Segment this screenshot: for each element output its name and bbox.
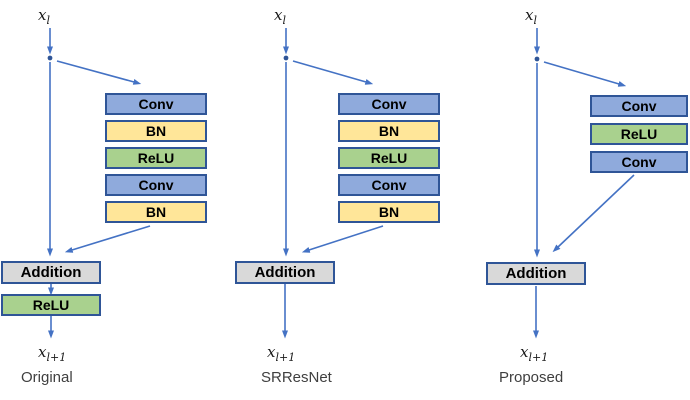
column-caption: SRResNet bbox=[261, 369, 332, 386]
proposed-wires bbox=[533, 28, 635, 339]
conv-block: Conv bbox=[105, 93, 207, 115]
input-label: xl bbox=[274, 6, 286, 27]
column-caption: Original bbox=[21, 369, 73, 386]
addition-block: Addition bbox=[1, 261, 101, 284]
conv-block: Conv bbox=[338, 174, 440, 196]
addition-block: Addition bbox=[486, 262, 586, 285]
input-label: xl bbox=[38, 6, 50, 27]
bn-block: BN bbox=[105, 201, 207, 223]
srresnet-wires bbox=[282, 28, 384, 339]
addition-block: Addition bbox=[235, 261, 335, 284]
post-relu-block: ReLU bbox=[1, 294, 101, 316]
relu-block: ReLU bbox=[338, 147, 440, 169]
branch-node-dot bbox=[534, 56, 540, 62]
branch-node-dot bbox=[283, 55, 289, 61]
conv-block: Conv bbox=[590, 95, 688, 117]
conv-block: Conv bbox=[338, 93, 440, 115]
bn-block: BN bbox=[105, 120, 207, 142]
conv-block: Conv bbox=[105, 174, 207, 196]
output-label: xl+1 bbox=[38, 343, 67, 364]
branch-to-conv-arrow bbox=[56, 60, 142, 85]
conv-block: Conv bbox=[590, 151, 688, 173]
relu-block: ReLU bbox=[590, 123, 688, 145]
branch-node-dot bbox=[47, 55, 53, 61]
bn-to-addition-arrow bbox=[301, 225, 384, 253]
output-label: xl+1 bbox=[267, 343, 296, 364]
original-wires bbox=[47, 28, 151, 339]
branch-to-conv-arrow bbox=[543, 61, 627, 87]
relu-block: ReLU bbox=[105, 147, 207, 169]
conv-to-addition-arrow bbox=[552, 174, 635, 253]
bn-to-addition-arrow bbox=[64, 225, 151, 253]
output-label: xl+1 bbox=[520, 343, 549, 364]
column-caption: Proposed bbox=[499, 369, 564, 386]
branch-to-conv-arrow bbox=[292, 60, 374, 85]
input-label: xl bbox=[525, 6, 537, 27]
bn-block: BN bbox=[338, 201, 440, 223]
bn-block: BN bbox=[338, 120, 440, 142]
